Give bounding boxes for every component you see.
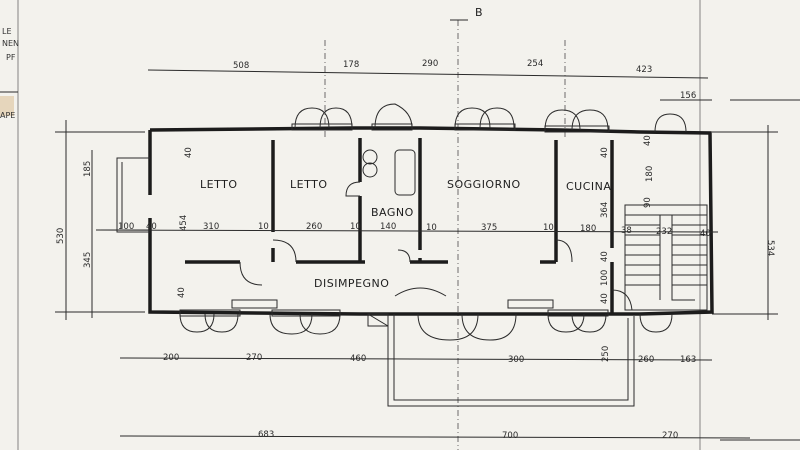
margin-fragment: NEN bbox=[2, 39, 19, 48]
dimension-label: 40 bbox=[600, 251, 610, 262]
room-label-soggiorno: SOGGIORNO bbox=[447, 178, 521, 191]
door-swing bbox=[397, 249, 411, 263]
margin-fragment: LE bbox=[2, 27, 12, 36]
room-label-letto-1: LETTO bbox=[200, 178, 237, 191]
dimension-label: 10 bbox=[350, 222, 361, 232]
dimension-label: 90 bbox=[643, 197, 653, 208]
interior-wall bbox=[271, 138, 614, 314]
dimension-label: 40 bbox=[643, 135, 653, 146]
interior-dimension-line bbox=[95, 229, 719, 233]
margin-fragment: PF bbox=[6, 53, 16, 62]
sink-fixture bbox=[362, 149, 378, 165]
dimension-label: 534 bbox=[765, 240, 775, 256]
stair-treads bbox=[625, 214, 707, 301]
dimension-label: 260 bbox=[306, 222, 322, 232]
section-marker: B bbox=[475, 6, 483, 19]
dimension-label: 40 bbox=[600, 293, 610, 304]
dimension-label: 460 bbox=[350, 354, 366, 364]
dimension-label: 140 bbox=[380, 222, 396, 232]
dimension-label: 300 bbox=[508, 355, 524, 365]
room-label-disimpegno: DISIMPEGNO bbox=[314, 277, 389, 290]
dimension-label: 40 bbox=[177, 287, 187, 298]
dimension-label: 10 bbox=[543, 223, 554, 233]
dimension-label: 423 bbox=[636, 65, 652, 75]
dimension-label: 364 bbox=[600, 202, 610, 218]
dimension-label: 10 bbox=[258, 222, 269, 232]
dimension-label: 180 bbox=[580, 224, 596, 234]
flue-cross bbox=[367, 313, 389, 327]
dimension-label: 178 bbox=[343, 60, 359, 70]
door-swing bbox=[394, 287, 447, 297]
dimension-label: 40 bbox=[184, 147, 194, 158]
dimension-label: 290 bbox=[422, 59, 438, 69]
door-swing bbox=[555, 239, 573, 263]
dimension-label: 185 bbox=[83, 161, 93, 177]
room-label-bagno: BAGNO bbox=[371, 206, 414, 219]
bottom-dimension-line-2 bbox=[119, 435, 751, 439]
room-label-cucina: CUCINA bbox=[566, 180, 611, 193]
dimension-label: 700 bbox=[502, 431, 518, 441]
toilet-fixture bbox=[362, 162, 378, 178]
dimension-label: 254 bbox=[527, 59, 543, 69]
dimension-label: 260 bbox=[638, 355, 654, 365]
dimension-label: 200 bbox=[163, 353, 179, 363]
south-windows bbox=[179, 313, 673, 341]
dimension-label: 38 bbox=[621, 226, 632, 236]
dimension-label: 180 bbox=[645, 166, 655, 182]
dimension-label: 156 bbox=[680, 91, 696, 101]
dimension-label: 270 bbox=[662, 431, 678, 441]
dimension-label: 100 bbox=[118, 222, 134, 232]
dimension-label: 310 bbox=[203, 222, 219, 232]
dimension-label: 100 bbox=[600, 270, 610, 286]
dimension-label: 40 bbox=[146, 222, 157, 232]
dimension-label: 375 bbox=[481, 223, 497, 233]
dimension-label: 10 bbox=[426, 223, 437, 233]
exterior-wall bbox=[148, 126, 714, 316]
margin-fragment: APE bbox=[0, 111, 15, 120]
bathtub-fixture bbox=[394, 149, 416, 196]
dimension-label: 40 bbox=[700, 229, 711, 239]
south-terrace bbox=[387, 314, 635, 407]
legend-swatch bbox=[0, 96, 14, 116]
dimension-label: 683 bbox=[258, 430, 274, 440]
door-swing bbox=[611, 289, 633, 311]
door-swing bbox=[239, 239, 297, 286]
top-dimension-line bbox=[147, 69, 709, 79]
dimension-label: 250 bbox=[601, 346, 611, 362]
dimension-label: 530 bbox=[56, 228, 66, 244]
north-windows bbox=[294, 103, 687, 133]
staircase bbox=[624, 204, 708, 311]
dimension-label: 40 bbox=[600, 147, 610, 158]
dimension-label: 270 bbox=[246, 353, 262, 363]
dimension-label: 345 bbox=[83, 252, 93, 268]
door-swing bbox=[345, 181, 361, 197]
bottom-dimension-line-1 bbox=[119, 357, 713, 361]
west-balcony bbox=[116, 157, 150, 233]
dimension-label: 508 bbox=[233, 61, 249, 71]
dimension-label: 163 bbox=[680, 355, 696, 365]
room-label-letto-2: LETTO bbox=[290, 178, 327, 191]
dimension-label: 454 bbox=[179, 215, 189, 231]
window-sills bbox=[179, 123, 610, 317]
dimension-label: 232 bbox=[656, 227, 672, 237]
